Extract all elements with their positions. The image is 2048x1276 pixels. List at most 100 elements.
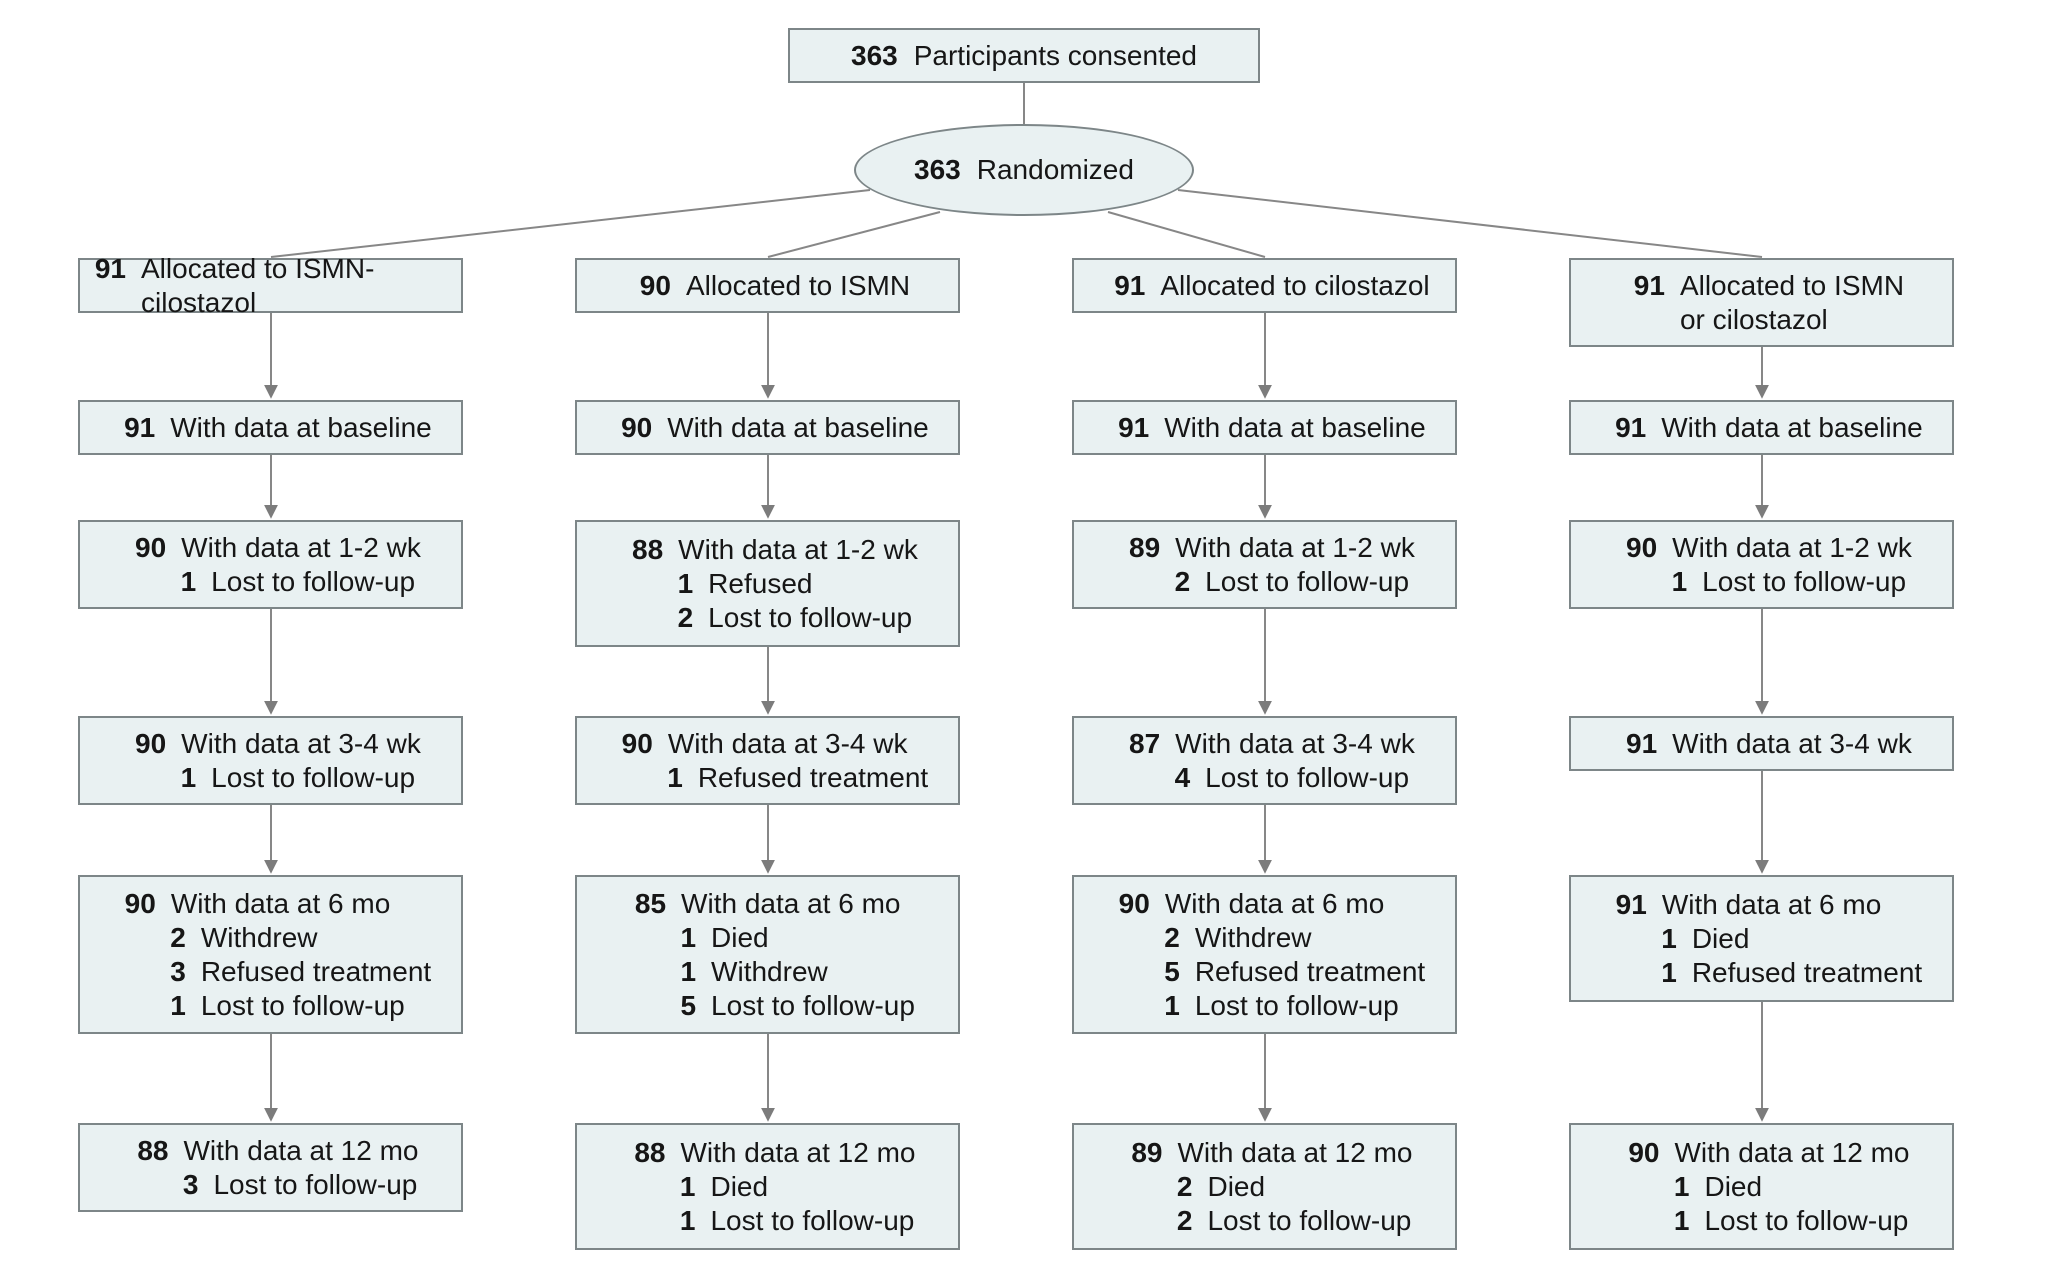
row-label: With data at 3-4 wk <box>1175 727 1415 759</box>
count: 90 <box>1118 887 1150 919</box>
row-label: With data at baseline <box>170 411 432 443</box>
count: 90 <box>639 269 671 301</box>
flow-row: 1 Lost to follow-up <box>150 565 421 599</box>
row-label: Withdrew <box>200 921 318 953</box>
row-label: Participants consented <box>913 39 1197 71</box>
row-label: With data at 6 mo <box>1661 888 1882 920</box>
row-label: Lost to follow-up <box>708 601 913 633</box>
row-label: Refused treatment <box>200 955 432 987</box>
row-label: Lost to follow-up <box>1194 989 1399 1021</box>
count: 88 <box>632 533 664 565</box>
count: 2 <box>677 601 694 633</box>
count: 1 <box>680 921 697 953</box>
count: 5 <box>680 989 697 1021</box>
row-label: Withdrew <box>711 955 828 987</box>
row-label: Allocated to cilostazol <box>1160 269 1430 301</box>
count: 89 <box>1131 1136 1163 1168</box>
count: 87 <box>1129 727 1161 759</box>
row-label: Lost to follow-up <box>1207 1204 1412 1236</box>
row-label: Refused treatment <box>1691 956 1923 988</box>
row-label: Lost to follow-up <box>710 1204 915 1236</box>
row-label: or cilostazol <box>1679 303 1828 335</box>
row-label: With data at 1-2 wk <box>181 531 421 563</box>
row-label: With data at 6 mo <box>681 887 901 919</box>
ellipse-content: 363 Randomized <box>914 153 1134 187</box>
flow-row: 1 Refused treatment <box>637 761 928 795</box>
count: 90 <box>621 411 653 443</box>
row-label: Lost to follow-up <box>211 565 416 597</box>
count: 90 <box>135 727 167 759</box>
line-randomized-to-ismn-cilostazol <box>270 189 871 258</box>
count: 90 <box>621 727 653 759</box>
row-label: Died <box>710 1170 769 1202</box>
row-label: With data at 12 mo <box>680 1136 916 1168</box>
row-label: Died <box>711 921 769 953</box>
row-label: Lost to follow-up <box>1205 761 1410 793</box>
row-label: Lost to follow-up <box>211 761 416 793</box>
row-label: With data at 6 mo <box>170 887 391 919</box>
count: 91 <box>124 411 156 443</box>
count: 1 <box>180 565 197 597</box>
count: 90 <box>124 887 156 919</box>
count: 1 <box>1661 922 1677 954</box>
row-label: With data at 1-2 wk <box>1175 531 1415 563</box>
flow-row: 90 With data at 1-2 wk <box>120 531 421 565</box>
flow-row: 1 Lost to follow-up <box>649 1204 915 1238</box>
count: 3 <box>170 955 186 987</box>
count: 1 <box>1671 565 1688 597</box>
count: 363 <box>851 39 898 71</box>
row-label: Allocated to ISMN-cilostazol <box>141 252 375 318</box>
count: 1 <box>1673 1170 1690 1202</box>
count: 2 <box>1164 921 1180 953</box>
flow-row: 3 Refused treatment <box>140 955 431 989</box>
count: 1 <box>667 761 683 793</box>
box-content: 91 With data at baseline <box>109 411 432 445</box>
row-label: Refused treatment <box>697 761 929 793</box>
row-label: Lost to follow-up <box>1704 1204 1909 1236</box>
box-content: 91 Allocated to cilostazol <box>1099 269 1429 303</box>
row-label: With data at 12 mo <box>1177 1136 1413 1168</box>
count: 1 <box>679 1204 696 1236</box>
box-participants-consented: 363 Participants consented <box>788 28 1260 83</box>
count: 91 <box>1114 269 1146 301</box>
row-label: Died <box>1704 1170 1763 1202</box>
line-randomized-to-ismn-or-cilostazol <box>1177 189 1763 258</box>
row-label: With data at 1-2 wk <box>1672 531 1912 563</box>
count: 90 <box>135 531 167 563</box>
